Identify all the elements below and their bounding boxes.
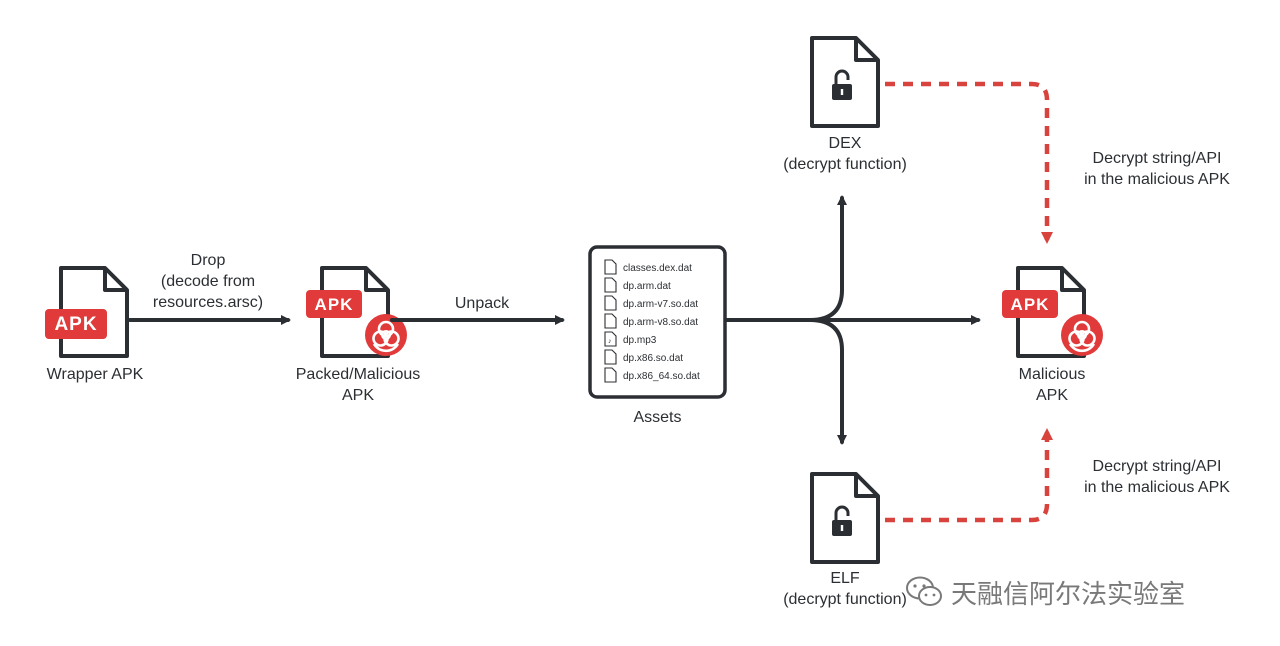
file-icon: [604, 349, 617, 365]
file-icon: [604, 367, 617, 383]
drop-edge-label: Drop (decode from resources.arsc): [140, 250, 276, 313]
file-icon: [604, 277, 617, 293]
assets-box: [588, 245, 727, 399]
decrypt-top-line2: in the malicious APK: [1084, 171, 1230, 188]
wrapper-apk-badge-text: APK: [54, 314, 97, 335]
malicious-apk-label-line2: APK: [1035, 387, 1068, 404]
decrypt-arrows: [885, 81, 1053, 523]
dex-file-icon: [810, 36, 880, 128]
elf-file-icon: [810, 472, 880, 564]
malicious-apk-icon: APK: [1002, 266, 1105, 358]
apk-badge: [45, 309, 107, 339]
file-icon: [604, 313, 617, 329]
decrypt-bottom-line1: Decrypt string/API: [1092, 458, 1222, 475]
apk-badge: [1002, 290, 1058, 318]
asset-file-name: dp.mp3: [623, 335, 657, 346]
elf-label-line1: ELF: [830, 570, 860, 587]
wrapper-apk-icon: APK: [45, 266, 129, 358]
watermark: 天融信阿尔法实验室: [905, 572, 1185, 612]
assets-file-list: classes.dex.dat dp.arm.dat dp.arm-v7.so.…: [604, 259, 700, 383]
drop-label-line3: resources.arsc): [152, 294, 264, 311]
malicious-apk-label-line1: Malicious: [1018, 366, 1086, 383]
svg-text:♪: ♪: [608, 338, 612, 345]
elf-label: ELF (decrypt function): [765, 568, 925, 610]
branch-to-elf-arrow: [808, 318, 847, 445]
elf-label-line2: (decrypt function): [783, 591, 907, 608]
drop-label-line2: (decode from: [160, 273, 256, 290]
asset-file-name: dp.arm.dat: [623, 281, 671, 292]
biohazard-icon: [1059, 312, 1105, 358]
asset-file-name: classes.dex.dat: [623, 263, 692, 274]
asset-file-name: dp.arm-v7.so.dat: [623, 299, 698, 310]
music-file-icon: ♪: [604, 331, 617, 347]
dex-label-line2: (decrypt function): [783, 156, 907, 173]
apk-badge: [306, 290, 362, 318]
unpack-edge-label: Unpack: [454, 295, 510, 312]
packed-apk-label: Packed/Malicious APK: [280, 364, 436, 406]
wrapper-apk-label: Wrapper APK: [46, 366, 144, 383]
dex-label: DEX (decrypt function): [765, 133, 925, 175]
elf-decrypt-arrow: [885, 428, 1053, 523]
malicious-apk-badge-text: APK: [1011, 295, 1050, 314]
decrypt-bottom-label: Decrypt string/API in the malicious APK: [1062, 456, 1252, 498]
packed-apk-label-line1: Packed/Malicious: [295, 366, 421, 383]
dex-decrypt-arrow: [885, 81, 1053, 244]
packed-apk-badge-text: APK: [315, 295, 354, 314]
branch-to-dex-arrow: [808, 195, 847, 322]
packed-apk-label-line2: APK: [341, 387, 374, 404]
asset-file-name: dp.x86_64.so.dat: [623, 371, 700, 382]
file-icon: [604, 259, 617, 275]
arrows: [128, 195, 981, 445]
watermark-text: 天融信阿尔法实验室: [951, 579, 1186, 610]
dex-label-line1: DEX: [828, 135, 862, 152]
assets-label: Assets: [633, 409, 682, 426]
packed-apk-icon: APK: [306, 266, 409, 358]
drop-label-line1: Drop: [190, 252, 226, 269]
decrypt-top-label: Decrypt string/API in the malicious APK: [1062, 148, 1252, 190]
asset-file-name: dp.x86.so.dat: [623, 353, 683, 364]
file-icon: [604, 295, 617, 311]
decrypt-bottom-line2: in the malicious APK: [1084, 479, 1230, 496]
decrypt-top-line1: Decrypt string/API: [1092, 150, 1222, 167]
wechat-icon: [906, 576, 942, 606]
malicious-apk-label: Malicious APK: [990, 364, 1114, 406]
asset-file-name: dp.arm-v8.so.dat: [623, 317, 698, 328]
